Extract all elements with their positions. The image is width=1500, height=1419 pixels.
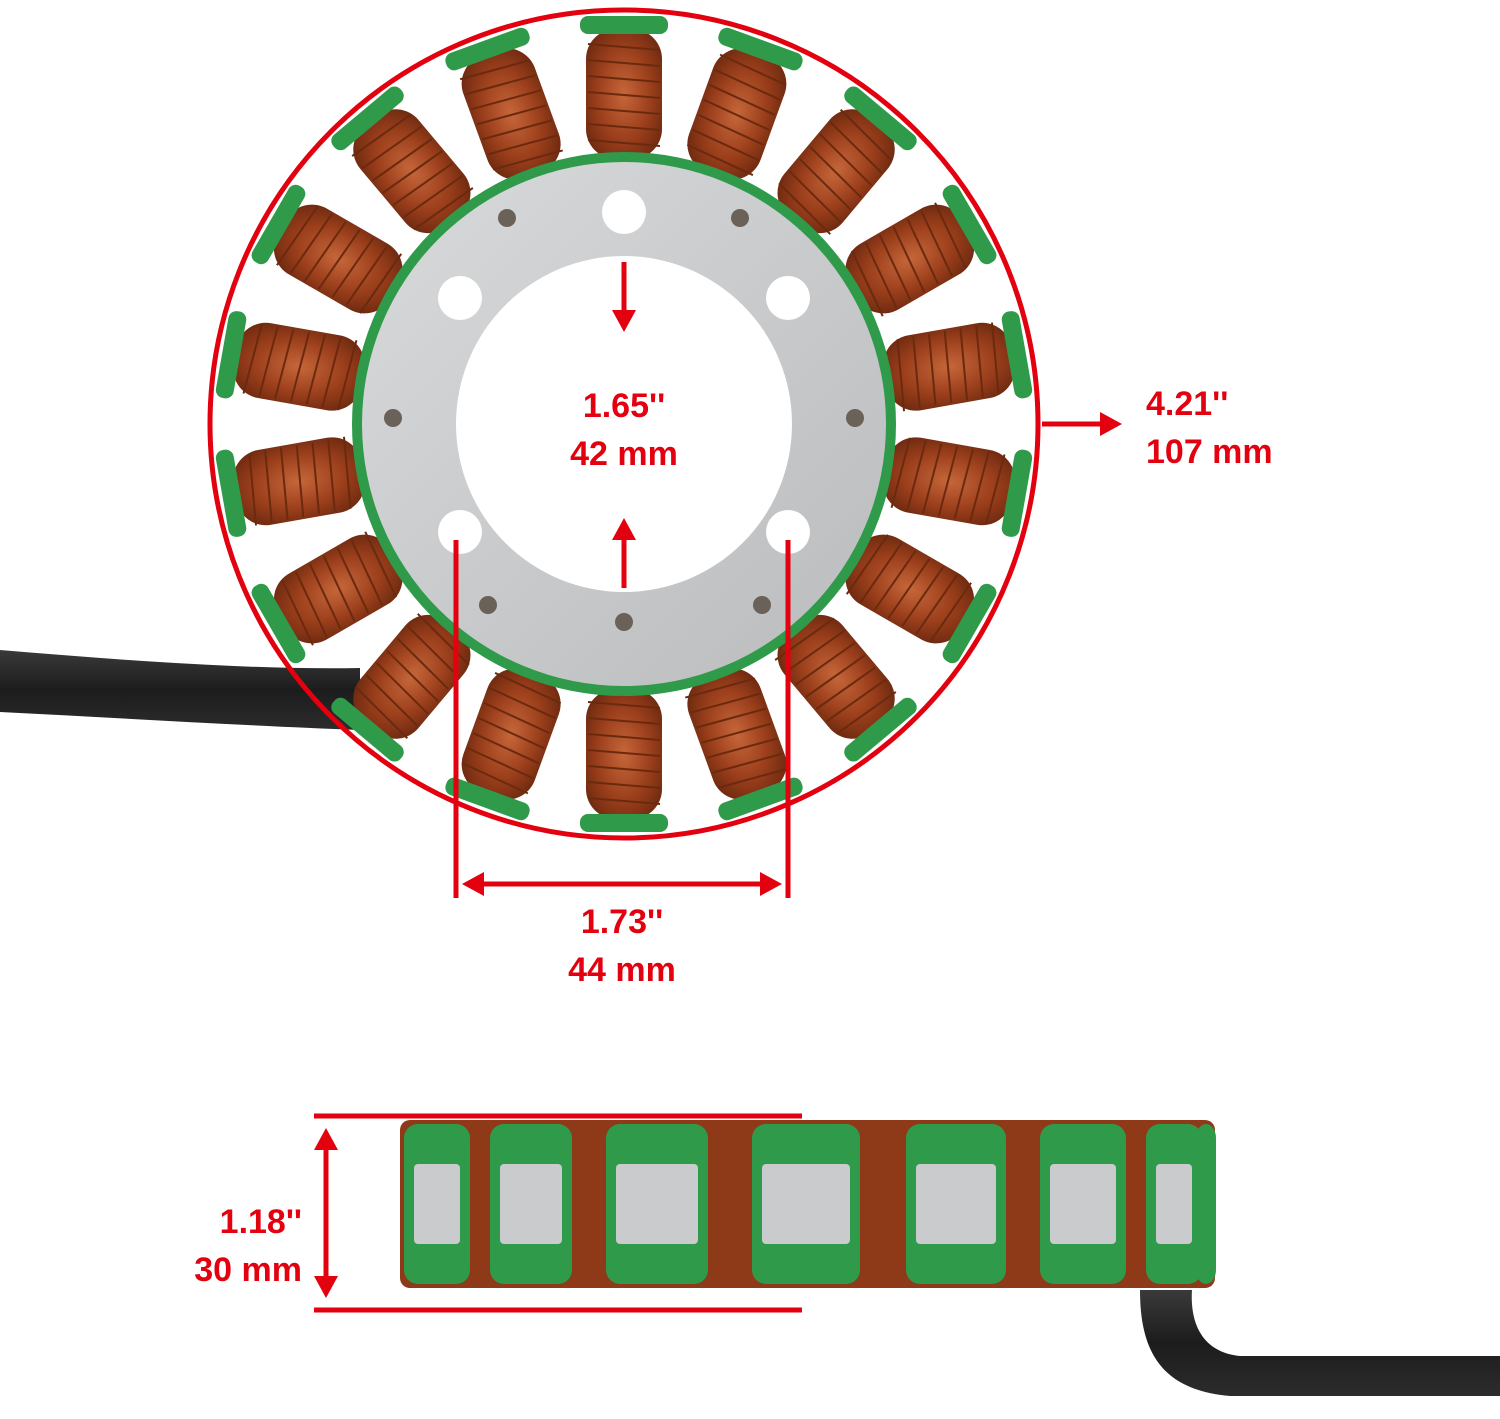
mounting-holes [438, 190, 810, 554]
outer-diameter-label: 4.21'' 107 mm [1146, 380, 1346, 476]
coil [251, 531, 403, 664]
inner-diameter-label: 1.65'' 42 mm [524, 382, 724, 478]
stator-tooth [606, 1124, 708, 1284]
coil [883, 437, 1033, 537]
coil [215, 436, 365, 537]
inner-diameter-mm: 42 mm [570, 435, 678, 473]
stator-coils [215, 16, 1033, 832]
bolt-spacing-label: 1.73'' 44 mm [522, 898, 722, 994]
dimension-arrow-icon [612, 262, 636, 588]
coil [777, 86, 917, 235]
coil [684, 668, 803, 821]
coil [445, 27, 564, 180]
outer-diameter-circle [207, 7, 1041, 841]
stator-tooth [1196, 1124, 1216, 1284]
coil [251, 184, 403, 314]
coil [331, 613, 471, 762]
stator-tooth [1146, 1124, 1202, 1284]
stator-tooth [404, 1124, 470, 1284]
coil [883, 311, 1033, 412]
coil [215, 311, 365, 411]
bolt-spacing-inches: 1.73'' [580, 903, 664, 941]
coil [845, 534, 997, 664]
outer-diameter-mm: 107 mm [1146, 433, 1273, 471]
inner-diameter-inches: 1.65'' [582, 387, 666, 425]
coil [686, 27, 803, 180]
coil [845, 184, 997, 317]
coil [331, 86, 474, 234]
coil [580, 16, 668, 159]
stator-tooth [1040, 1124, 1126, 1284]
coil [580, 689, 668, 832]
rivets [384, 209, 864, 631]
height-mm: 30 mm [194, 1251, 302, 1289]
stator-tooth [752, 1124, 860, 1284]
coil [445, 668, 562, 821]
stator-tooth [490, 1124, 572, 1284]
bolt-spacing-mm: 44 mm [568, 951, 676, 989]
stator-side-view-icon [400, 1120, 1500, 1396]
center-hole [456, 256, 792, 592]
height-label: 1.18'' 30 mm [100, 1198, 302, 1294]
output-cable [0, 650, 360, 730]
coil [774, 614, 917, 762]
outer-diameter-inches: 4.21'' [1146, 385, 1229, 423]
stator-tooth [906, 1124, 1006, 1284]
height-inches: 1.18'' [219, 1203, 302, 1241]
stator-teeth [404, 1124, 1216, 1284]
